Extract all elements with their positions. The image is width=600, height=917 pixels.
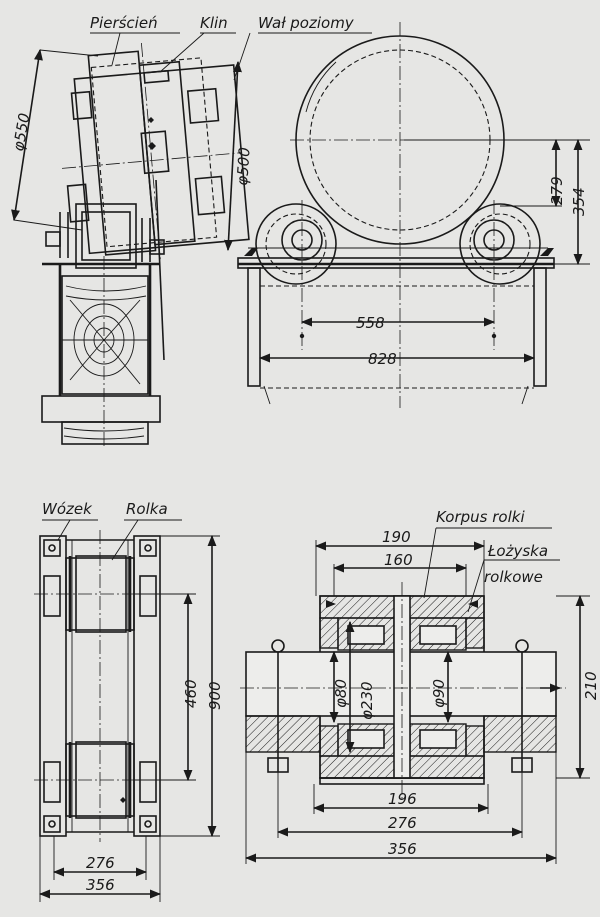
dim-d500: φ500 <box>233 147 254 187</box>
label-wedge: Klin <box>200 14 228 32</box>
timber-block <box>61 275 149 395</box>
label-roller-body: Korpus rolki <box>436 508 525 526</box>
dim-d230: φ230 <box>358 681 376 720</box>
dim-d90: φ90 <box>430 679 448 708</box>
label-bearings-line1: Łożyska <box>487 542 548 560</box>
dim-190: 190 <box>382 528 411 546</box>
label-bearings-line2: rolkowe <box>484 568 543 586</box>
label-ring: Pierścień <box>90 14 158 32</box>
dim-160: 160 <box>384 551 413 569</box>
dim-354: 354 <box>570 187 588 216</box>
dim-276-left: 276 <box>86 854 115 872</box>
dim-900: 900 <box>206 681 224 710</box>
dim-d80: φ80 <box>332 679 350 708</box>
dim-d550: φ550 <box>9 112 33 153</box>
label-cart: Wózek <box>42 500 93 518</box>
dim-356-left: 356 <box>86 876 115 894</box>
roller-section-view <box>240 527 590 864</box>
dim-279: 279 <box>548 176 566 205</box>
side-view-ring-assembly <box>11 32 372 448</box>
dim-828: 828 <box>368 350 397 368</box>
dim-460: 460 <box>182 679 200 708</box>
front-view-drum-on-rollers <box>237 22 590 408</box>
plan-view-cart <box>34 519 220 902</box>
label-shaft: Wał poziomy <box>258 14 355 32</box>
dim-276-right: 276 <box>388 814 417 832</box>
label-roller: Rolka <box>126 500 168 518</box>
dim-356-right: 356 <box>388 840 417 858</box>
dim-558: 558 <box>356 314 385 332</box>
dim-210: 210 <box>582 671 600 700</box>
dim-196: 196 <box>388 790 417 808</box>
